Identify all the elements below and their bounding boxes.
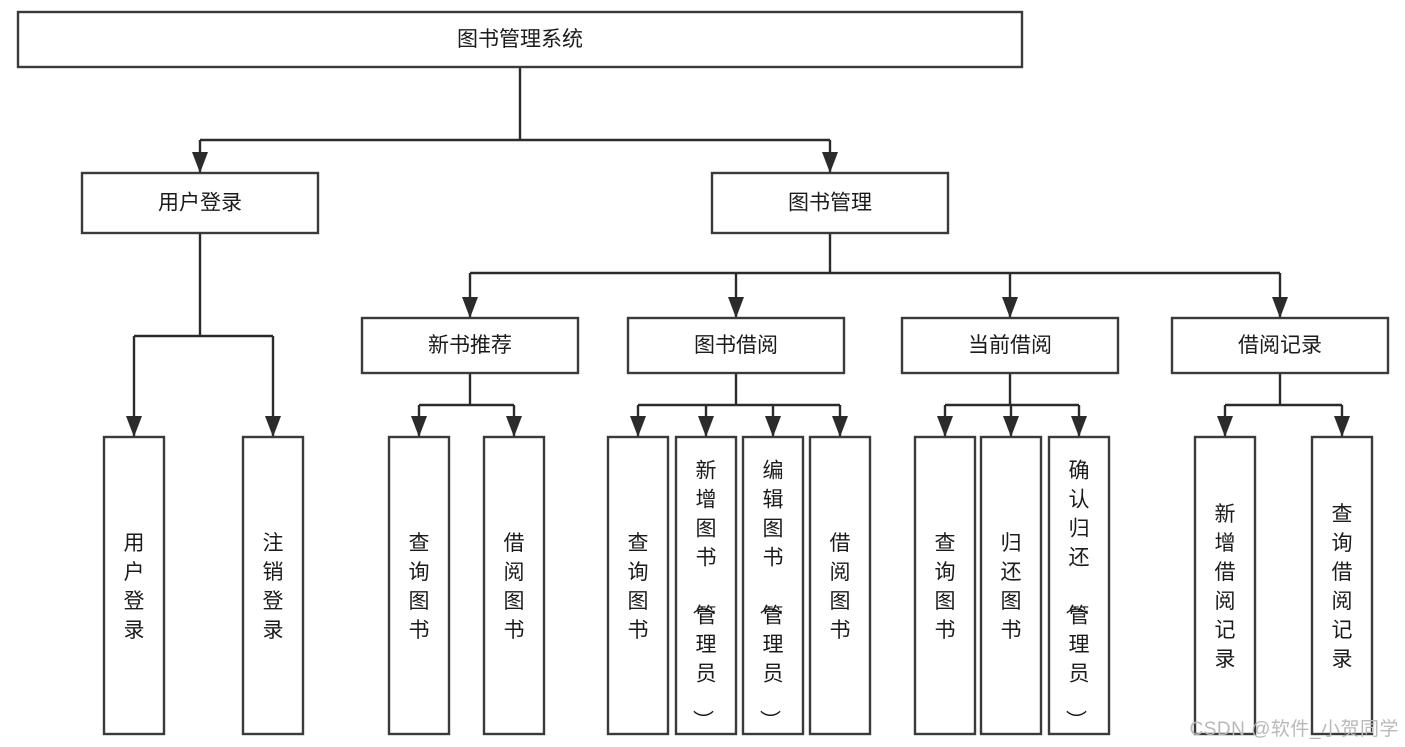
node-box-leaf-user-login — [102, 435, 166, 736]
node-label-new-book-rec: 新书推荐 — [428, 334, 512, 357]
node-label-leaf-add-record: 新增借阅记录 — [1215, 503, 1236, 671]
csdn-watermark: CSDN @软件_小贺同学 — [1189, 719, 1399, 740]
node-book-borrow[interactable]: 图书借阅 — [626, 316, 846, 375]
node-book-manage[interactable]: 图书管理 — [710, 171, 950, 235]
node-leaf-borrow-book-1[interactable]: 借阅图书 — [482, 435, 546, 736]
node-leaf-user-login[interactable]: 用户登录 — [102, 435, 166, 736]
node-label-book-borrow: 图书借阅 — [694, 334, 778, 357]
node-box-leaf-edit-book — [741, 435, 805, 736]
node-label-leaf-add-book: 新增图书（管理员） — [691, 460, 717, 731]
node-label-leaf-logout: 注销登录 — [263, 532, 284, 642]
node-leaf-query-book-1[interactable]: 查询图书 — [387, 435, 451, 736]
arrow-head — [765, 416, 781, 437]
arrow-head — [462, 297, 478, 318]
node-box-leaf-query-record — [1310, 435, 1374, 736]
node-label-root: 图书管理系统 — [457, 28, 583, 51]
arrow-head — [1217, 416, 1233, 437]
node-label-leaf-query-book-1: 查询图书 — [409, 532, 430, 642]
node-box-root — [16, 10, 1024, 69]
node-leaf-add-record[interactable]: 新增借阅记录 — [1193, 435, 1257, 736]
node-leaf-add-book[interactable]: 新增图书（管理员） — [674, 435, 738, 736]
node-root[interactable]: 图书管理系统 — [16, 10, 1024, 69]
node-label-user-login: 用户登录 — [158, 192, 242, 215]
node-box-book-borrow — [626, 316, 846, 375]
arrow-head — [832, 416, 848, 437]
node-box-leaf-return-book — [979, 435, 1043, 736]
node-label-leaf-borrow-book-1: 借阅图书 — [504, 532, 525, 642]
node-box-leaf-add-book — [674, 435, 738, 736]
arrow-head — [506, 416, 522, 437]
arrow-head — [1334, 416, 1350, 437]
node-label-leaf-user-login: 用户登录 — [124, 532, 145, 642]
node-layer: 图书管理系统用户登录图书管理新书推荐图书借阅当前借阅借阅记录用户登录注销登录查询… — [16, 10, 1390, 736]
node-box-leaf-logout — [241, 435, 305, 736]
node-box-new-book-rec — [360, 316, 580, 375]
node-box-leaf-add-record — [1193, 435, 1257, 736]
node-box-leaf-query-book-3 — [913, 435, 977, 736]
node-leaf-borrow-book-2[interactable]: 借阅图书 — [808, 435, 872, 736]
node-label-leaf-query-book-2: 查询图书 — [628, 532, 649, 642]
arrow-head — [265, 416, 281, 437]
node-leaf-query-book-3[interactable]: 查询图书 — [913, 435, 977, 736]
arrow-head — [630, 416, 646, 437]
arrow-head — [192, 152, 208, 173]
node-label-borrow-record: 借阅记录 — [1238, 334, 1322, 357]
node-leaf-query-book-2[interactable]: 查询图书 — [606, 435, 670, 736]
arrow-head — [126, 416, 142, 437]
node-label-leaf-confirm-return: 确认归还（管理员） — [1064, 460, 1090, 731]
arrow-head — [1003, 416, 1019, 437]
node-label-current-borrow: 当前借阅 — [968, 334, 1052, 357]
arrow-head — [1002, 297, 1018, 318]
node-box-current-borrow — [900, 316, 1120, 375]
node-label-leaf-borrow-book-2: 借阅图书 — [830, 532, 851, 642]
node-box-leaf-confirm-return — [1047, 435, 1111, 736]
node-label-leaf-query-book-3: 查询图书 — [935, 532, 956, 642]
node-new-book-rec[interactable]: 新书推荐 — [360, 316, 580, 375]
arrow-head — [411, 416, 427, 437]
arrow-head — [728, 297, 744, 318]
node-box-leaf-borrow-book-1 — [482, 435, 546, 736]
node-borrow-record[interactable]: 借阅记录 — [1170, 316, 1390, 375]
node-leaf-query-record[interactable]: 查询借阅记录 — [1310, 435, 1374, 736]
node-leaf-edit-book[interactable]: 编辑图书（管理员） — [741, 435, 805, 736]
node-box-leaf-borrow-book-2 — [808, 435, 872, 736]
arrow-head — [937, 416, 953, 437]
node-box-borrow-record — [1170, 316, 1390, 375]
arrow-head — [698, 416, 714, 437]
node-label-leaf-return-book: 归还图书 — [1001, 532, 1022, 642]
node-leaf-confirm-return[interactable]: 确认归还（管理员） — [1047, 435, 1111, 736]
node-label-leaf-edit-book: 编辑图书（管理员） — [758, 460, 784, 731]
node-box-user-login — [80, 171, 320, 235]
node-leaf-return-book[interactable]: 归还图书 — [979, 435, 1043, 736]
connector-layer — [126, 67, 1350, 437]
node-box-leaf-query-book-2 — [606, 435, 670, 736]
node-box-book-manage — [710, 171, 950, 235]
node-user-login[interactable]: 用户登录 — [80, 171, 320, 235]
node-leaf-logout[interactable]: 注销登录 — [241, 435, 305, 736]
node-current-borrow[interactable]: 当前借阅 — [900, 316, 1120, 375]
arrow-head — [1071, 416, 1087, 437]
arrow-head — [822, 152, 838, 173]
node-label-leaf-query-record: 查询借阅记录 — [1332, 503, 1353, 671]
node-box-leaf-query-book-1 — [387, 435, 451, 736]
node-label-book-manage: 图书管理 — [788, 192, 872, 215]
arrow-head — [1272, 297, 1288, 318]
